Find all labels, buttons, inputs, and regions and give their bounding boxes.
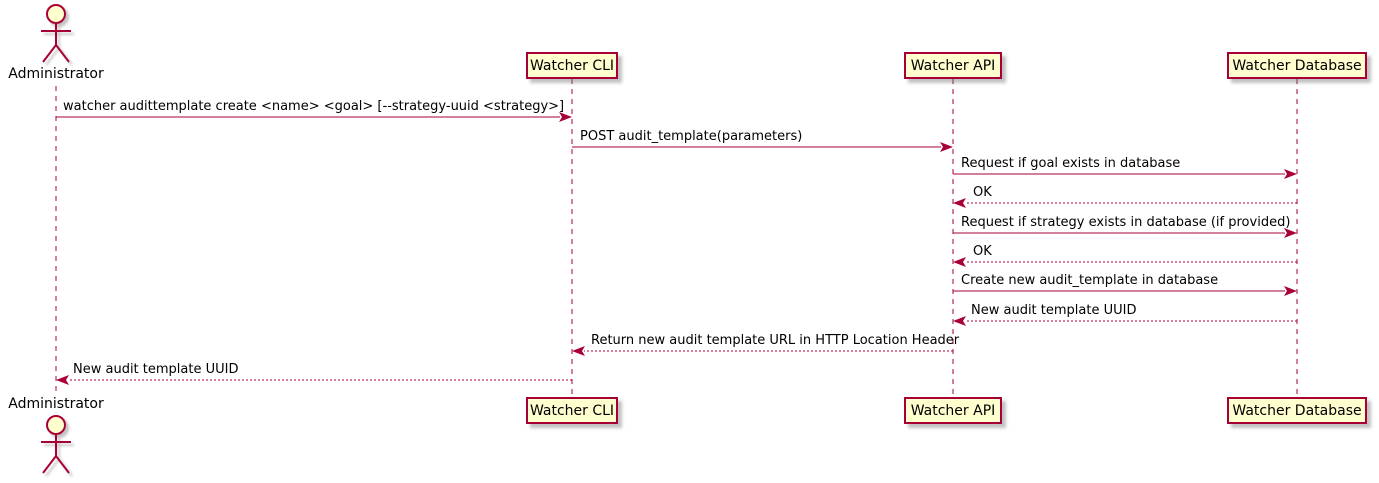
- message-arrow-9: [572, 346, 953, 356]
- message-label: OK: [973, 244, 992, 259]
- participant-watcher-api: Watcher API: [904, 52, 1002, 79]
- participant-watcher-cli: Watcher CLI: [526, 52, 618, 79]
- message-arrow-5: [953, 228, 1297, 238]
- actor-label-administrator: Administrator: [8, 66, 104, 82]
- message-arrow-3: [953, 169, 1297, 179]
- message-label: New audit template UUID: [73, 362, 239, 377]
- message-arrow-8: [953, 316, 1297, 326]
- message-label: Request if goal exists in database: [961, 156, 1181, 171]
- participant-watcher-cli: Watcher CLI: [526, 397, 618, 424]
- participant-watcher-api: Watcher API: [904, 397, 1002, 424]
- message-label: Request if strategy exists in database (…: [961, 215, 1291, 230]
- message-arrow-1: [56, 112, 572, 122]
- actor-icon: [41, 415, 71, 474]
- actor-label-administrator: Administrator: [8, 396, 104, 412]
- message-label: POST audit_template(parameters): [580, 129, 803, 144]
- message-arrow-7: [953, 286, 1297, 296]
- message-label: watcher audittemplate create <name> <goa…: [63, 99, 565, 114]
- message-arrow-2: [572, 142, 953, 152]
- actor-icon: [41, 4, 71, 63]
- message-label: Create new audit_template in database: [961, 273, 1219, 288]
- participant-watcher-database: Watcher Database: [1227, 397, 1367, 424]
- message-label: New audit template UUID: [971, 303, 1137, 318]
- message-label: Return new audit template URL in HTTP Lo…: [591, 333, 960, 348]
- participant-watcher-database: Watcher Database: [1227, 52, 1367, 79]
- message-label: OK: [973, 185, 992, 200]
- message-arrow-10: [56, 375, 572, 385]
- message-arrow-4: [953, 198, 1297, 208]
- message-arrow-6: [953, 257, 1297, 267]
